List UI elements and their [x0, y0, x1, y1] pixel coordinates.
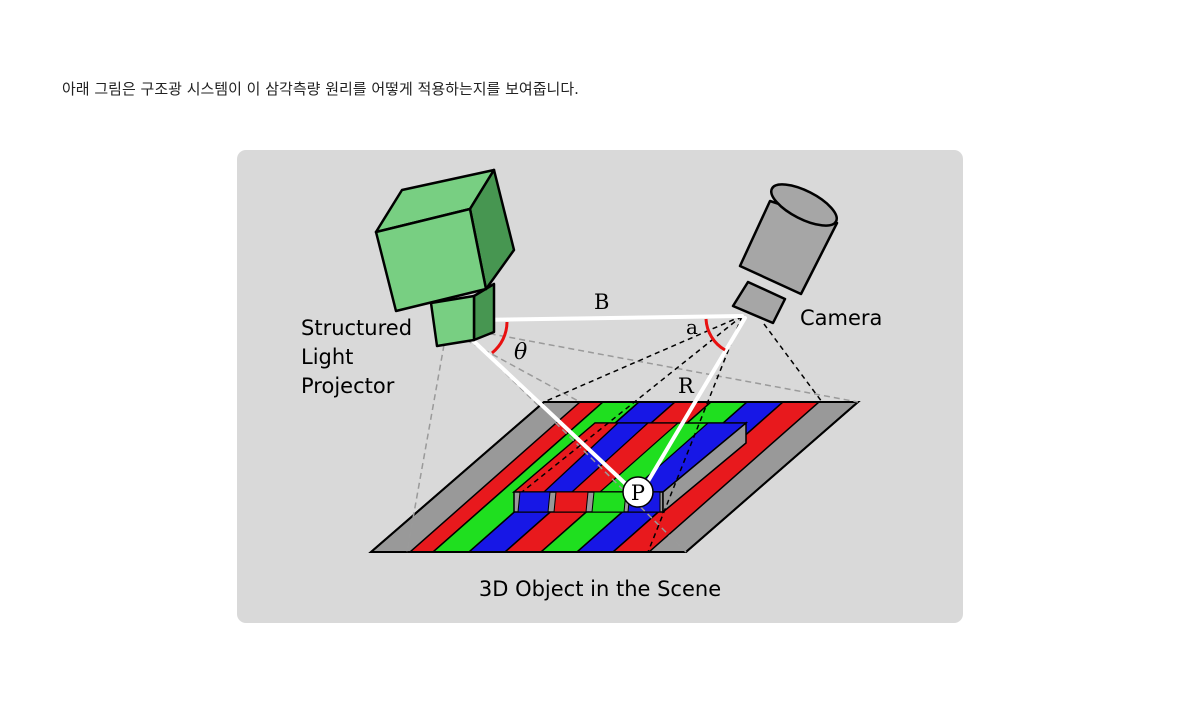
stripe: [591, 492, 627, 512]
baseline-arrow-line: [472, 314, 744, 322]
scene-label: 3D Object in the Scene: [479, 577, 721, 601]
stripe: [553, 492, 589, 512]
camera-dashed-rays: [521, 315, 823, 553]
stripe: [408, 402, 605, 552]
camera-device: [731, 183, 839, 325]
projector-label-line-2: Light: [301, 345, 353, 369]
projector-ray: [464, 332, 632, 490]
projector-device: [374, 168, 516, 348]
camera-label: Camera: [800, 306, 882, 330]
projector-body-front: [374, 207, 488, 313]
projector-angle-arc: [491, 321, 509, 355]
stripe: [517, 492, 551, 512]
baseline-label: B: [594, 290, 609, 314]
projector-label-line-3: Projector: [301, 374, 395, 398]
camera-angle-arc: [704, 318, 726, 352]
point-p-label: P: [631, 481, 645, 505]
triangulation-rays: [464, 314, 747, 490]
camera-ray: [642, 316, 747, 490]
projector-lens-front: [429, 294, 476, 348]
caption-text: 아래 그림은 구조광 시스템이 이 삼각측량 원리를 어떻게 적용하는지를 보여…: [62, 80, 579, 98]
point-p-marker: P: [622, 476, 654, 508]
projector-angle-label: θ: [514, 340, 527, 365]
camera-lens: [731, 280, 787, 325]
range-label: R: [678, 374, 695, 398]
object-side: [662, 421, 747, 514]
projector-label-line-1: Structured: [301, 316, 412, 340]
camera-end-cap: [770, 183, 838, 227]
camera-angle-label: a: [686, 315, 698, 339]
